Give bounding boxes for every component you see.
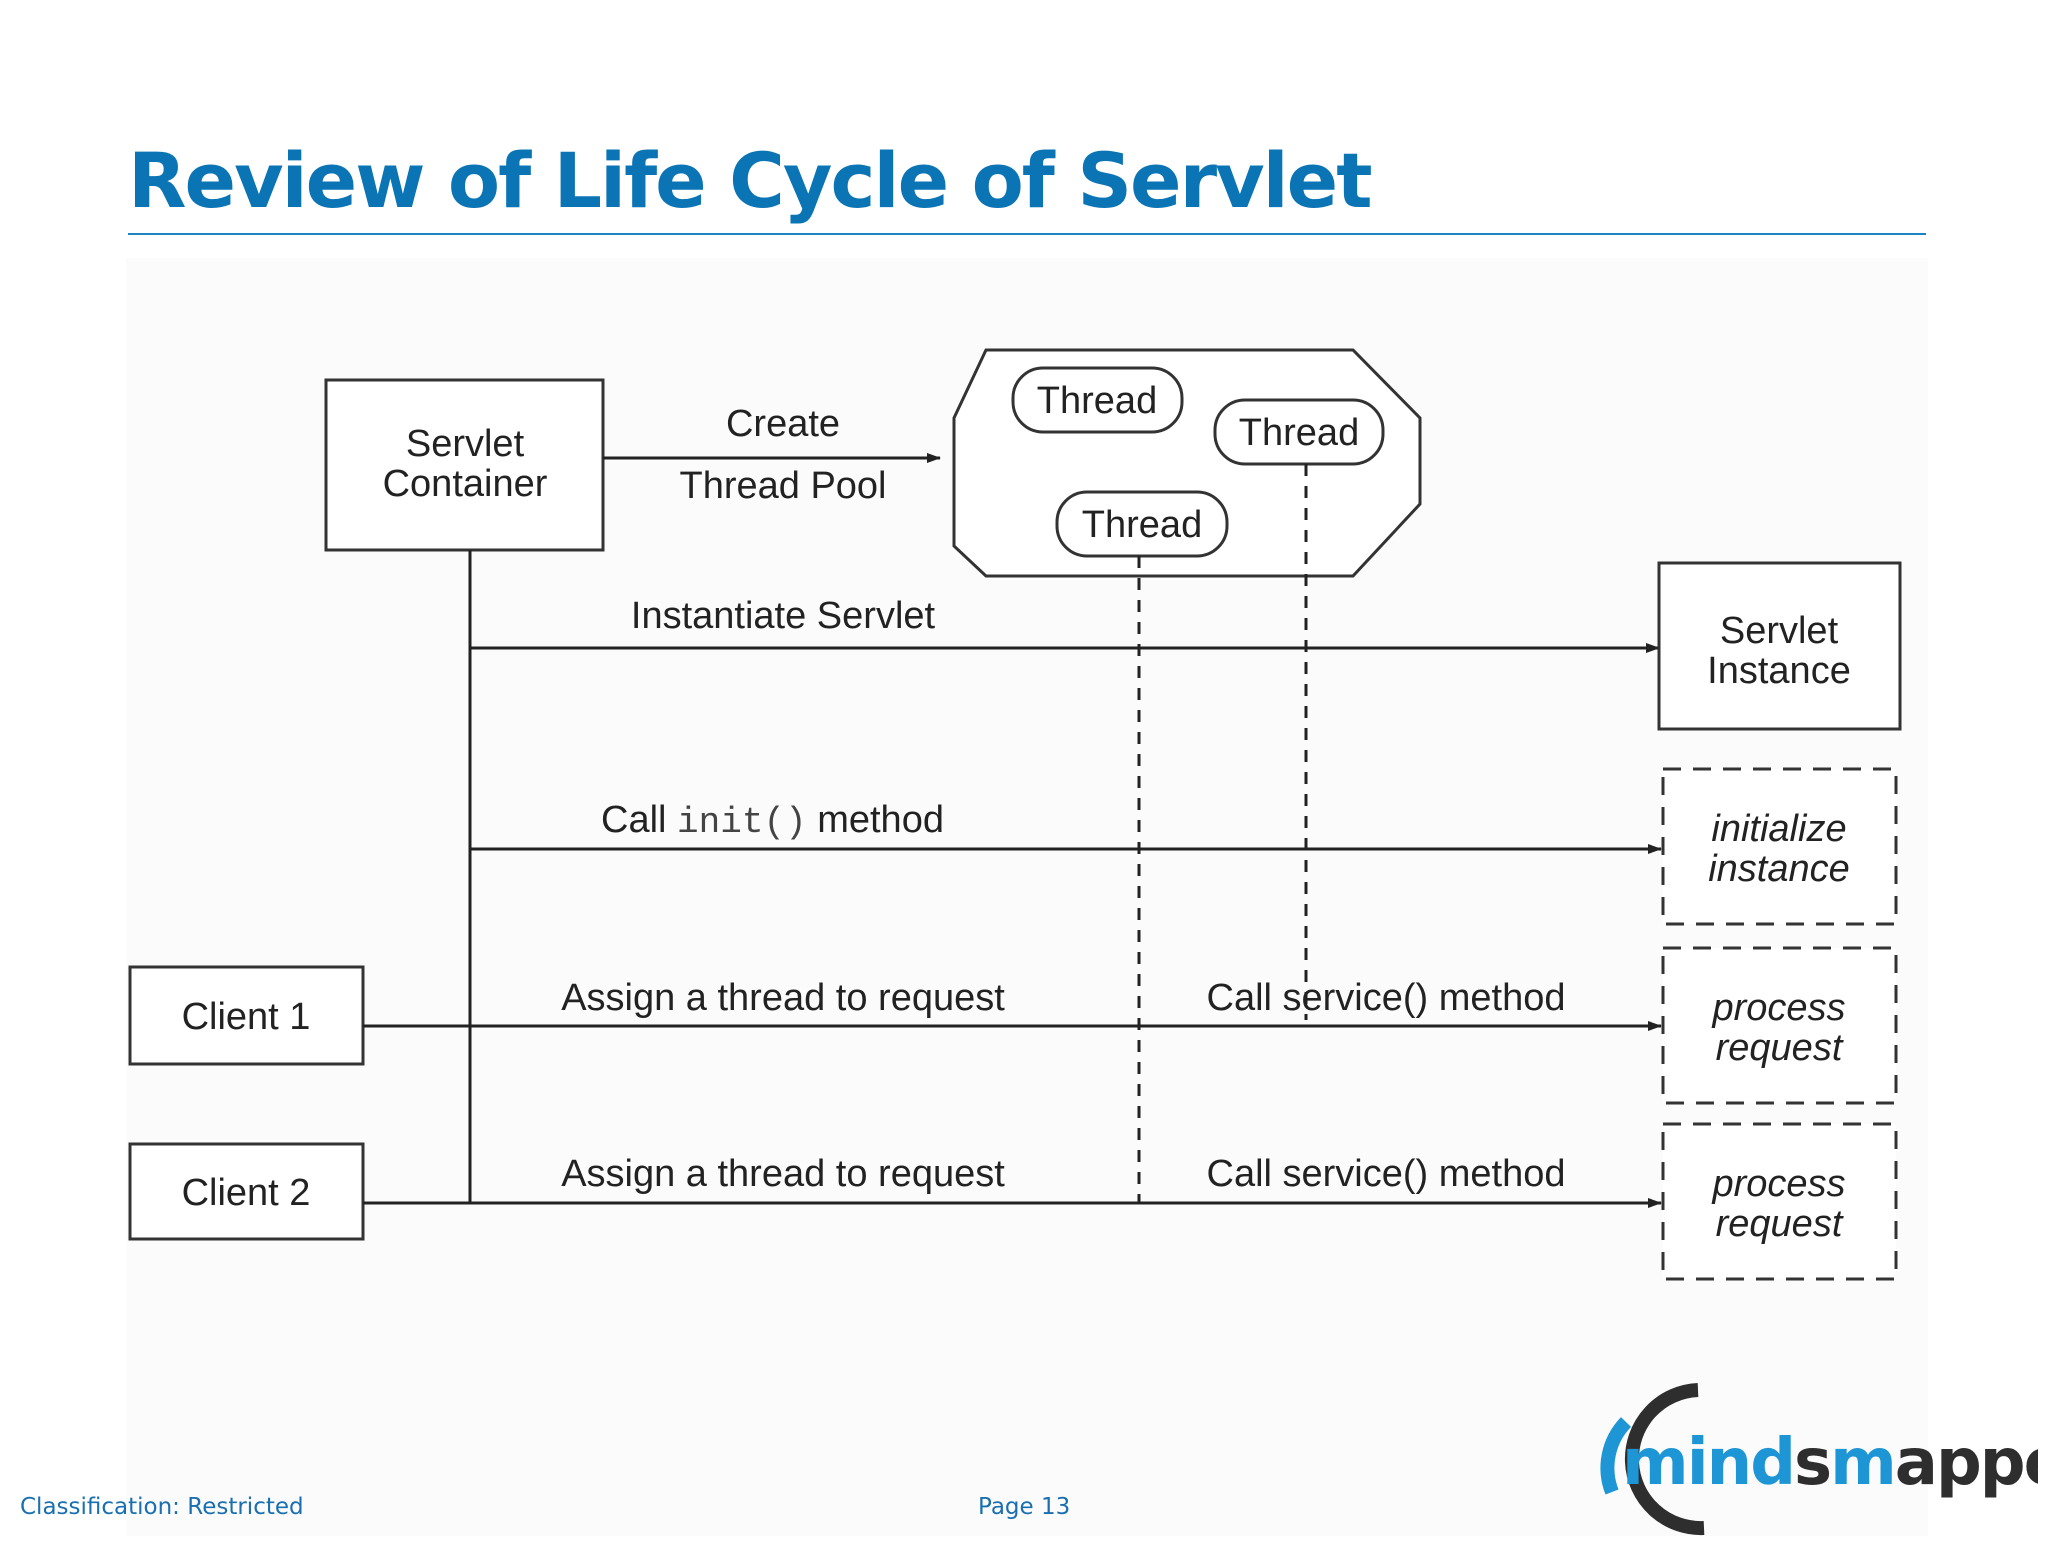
thread-pool-label: Thread Pool [679,465,886,507]
client-2-assign-label: Assign a thread to request [561,1153,1005,1195]
servlet-instance-label-2: Instance [1707,650,1851,692]
thread-2-label: Thread [1239,412,1359,454]
servlet-instance-label-1: Servlet [1720,610,1839,652]
process-request-box-1: process request [1661,946,1898,1105]
servlet-container-label-2: Container [383,463,548,505]
servlet-lifecycle-diagram: Servlet Container Create Thread Pool Thr… [126,258,1928,1536]
client-2-service-label: Call service() method [1207,1153,1566,1195]
call-init-code: init() [677,802,807,843]
thread-1-label: Thread [1037,380,1157,422]
process-request-2-label-1: process [1711,1163,1845,1205]
process-request-2-label-2: request [1716,1203,1844,1245]
process-request-box-2: process request [1661,1122,1898,1281]
mindsmapped-logo: mindsmapped [1588,1382,2048,1541]
thread-3: Thread [1055,490,1229,558]
thread-1: Thread [1011,366,1184,434]
initialize-instance-box: initialize instance [1661,767,1898,926]
client-2-label: Client 2 [182,1172,311,1214]
client-1-label: Client 1 [182,996,311,1038]
call-init-prefix: Call [601,799,677,841]
call-init-suffix: method [807,799,944,841]
logo-wordmark: mindsmapped [1622,1426,2038,1500]
create-label: Create [726,403,840,445]
client-1-assign-label: Assign a thread to request [561,977,1005,1019]
servlet-instance-box: Servlet Instance [1657,561,1902,731]
instantiate-servlet-label: Instantiate Servlet [631,595,936,637]
page-number: Page 13 [978,1494,1071,1520]
process-request-1-label-2: request [1716,1027,1844,1069]
client-1-service-label: Call service() method [1207,977,1566,1019]
servlet-container-label-1: Servlet [406,423,525,465]
logo-ring-blue [1600,1417,1632,1495]
slide-title: Review of Life Cycle of Servlet [128,136,1373,225]
client-2-box: Client 2 [128,1142,365,1241]
initialize-instance-label-1: initialize [1711,808,1846,850]
servlet-container-box: Servlet Container [324,378,605,552]
process-request-1-label-1: process [1711,987,1845,1029]
call-init-label: Call init() method [601,799,944,843]
classification-label: Classification: Restricted [20,1494,304,1520]
initialize-instance-label-2: instance [1708,848,1850,890]
logo-ring-dark [1625,1383,1705,1536]
thread-3-label: Thread [1082,504,1202,546]
thread-2: Thread [1213,398,1385,466]
title-divider [128,233,1926,235]
client-1-box: Client 1 [128,965,365,1066]
